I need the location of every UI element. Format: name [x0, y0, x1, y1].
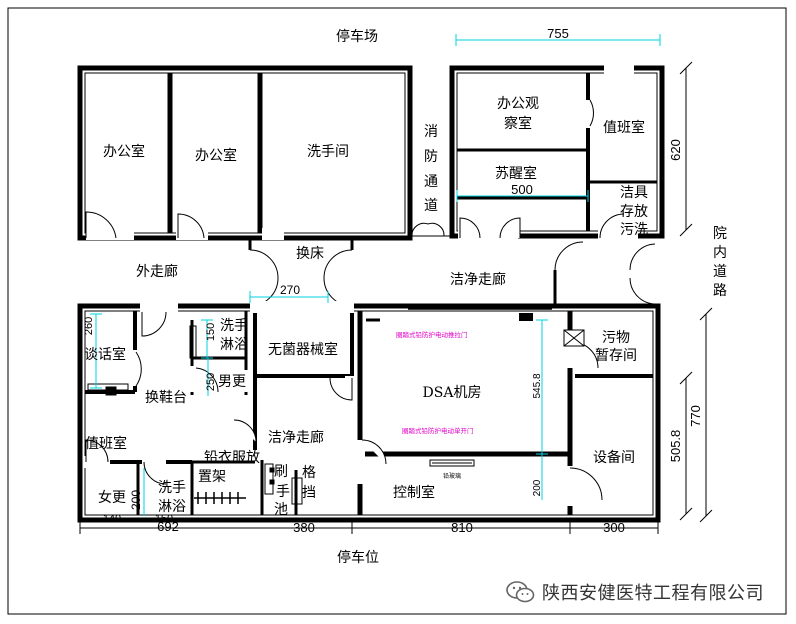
note-single-door: 圈踏式铅防护电动单开门	[402, 426, 474, 435]
dim-500: 500	[511, 182, 533, 197]
dim-505-8: 505.8	[668, 430, 683, 463]
label-office-observation-2: 察室	[504, 115, 532, 132]
watermark-text: 陕西安健医特工程有限公司	[542, 583, 764, 604]
waste-pass-box-icon	[563, 329, 585, 347]
dim-755: 755	[547, 26, 569, 41]
dim-200-control: 200	[532, 479, 543, 496]
label-cleaning-3: 污洗	[620, 222, 648, 238]
fixtures	[87, 325, 303, 505]
wechat-icon	[506, 581, 535, 603]
label-barrier-2: 挡	[302, 485, 316, 501]
note-lead-glass: 铅玻璃	[443, 472, 461, 480]
label-wash-bath-top-1: 洗手	[220, 318, 248, 334]
label-outer-corridor: 外走廊	[136, 263, 178, 280]
black-dimension-lines	[79, 61, 713, 534]
office-block-walls	[77, 65, 413, 241]
label-duty-bottom: 值班室	[85, 435, 127, 452]
label-control-room: 控制室	[393, 484, 435, 501]
label-washroom: 洗手间	[307, 144, 349, 160]
label-fire-passage-4: 道	[424, 198, 438, 214]
top-right-block-doors	[458, 63, 667, 304]
label-duty-top: 值班室	[603, 119, 645, 136]
label-barrier-1: 格	[302, 465, 316, 481]
label-waste-2: 暂存间	[595, 348, 637, 364]
label-clean-corridor-top: 洁净走廊	[450, 271, 506, 288]
label-male-change: 男更	[218, 374, 246, 390]
label-female-change: 女更	[98, 489, 126, 506]
dim-810: 810	[451, 520, 473, 535]
lead-apron-rack-icon	[194, 492, 246, 504]
top-right-block-walls	[449, 65, 665, 239]
label-fire-passage-1: 消	[424, 124, 438, 140]
label-parking-top: 停车场	[336, 28, 378, 45]
dim-545-8: 545.8	[532, 373, 543, 398]
label-equipment-room: 设备间	[593, 449, 635, 466]
dim-300: 300	[603, 520, 625, 535]
label-office-2: 办公室	[195, 147, 237, 164]
label-road-4: 路	[713, 283, 727, 299]
dim-200-duty: 200	[129, 490, 143, 510]
label-shoe-change: 换鞋台	[145, 389, 187, 406]
label-brush-pool-1: 刷	[274, 464, 288, 480]
label-dsa-room: DSA机房	[423, 385, 482, 401]
watermark: 陕西安健医特工程有限公司	[506, 578, 764, 606]
dimension-lines	[90, 34, 661, 516]
dim-770: 770	[688, 405, 703, 427]
label-talk-room: 谈话室	[84, 346, 126, 363]
label-lead-rack-2: 置架	[198, 469, 226, 485]
lower-block-doors	[84, 301, 603, 506]
label-fire-passage-2: 防	[424, 149, 438, 165]
office-block-doors	[85, 211, 284, 240]
label-brush-pool-2: 手	[276, 484, 290, 500]
dim-270: 270	[280, 283, 300, 297]
dim-620: 620	[668, 139, 683, 161]
label-waste-1: 污物	[602, 330, 630, 346]
label-office-1: 办公室	[103, 143, 145, 160]
dim-692: 692	[157, 519, 179, 534]
label-lead-rack-1: 铅衣服放	[204, 450, 260, 466]
note-sliding-door: 圈踏式铅防护电动推拉门	[396, 330, 468, 339]
drawing-frame	[7, 7, 787, 615]
dim-260: 260	[83, 317, 95, 335]
label-cleaning-1: 洁具	[620, 185, 648, 201]
dsa-door-post	[519, 313, 533, 321]
label-office-observation-1: 办公观	[497, 96, 539, 112]
dim-140: 140	[103, 513, 121, 525]
label-wash-bath-top-2: 淋浴	[220, 337, 248, 353]
dim-150-bottom: 150	[155, 513, 173, 525]
label-fire-passage-3: 通	[424, 174, 438, 190]
label-brush-pool-3: 池	[274, 502, 288, 518]
label-wash-bath-bottom-1: 洗手	[158, 480, 186, 496]
label-road-2: 内	[713, 245, 727, 261]
dim-150: 150	[205, 323, 217, 341]
fire-passage-door	[411, 222, 445, 237]
label-road-1: 院	[713, 226, 727, 242]
label-parking-bottom: 停车位	[337, 549, 379, 566]
label-bed-change: 换床	[296, 245, 324, 262]
dim-380: 380	[293, 520, 315, 535]
label-clean-corridor-bottom: 洁净走廊	[268, 429, 324, 446]
label-cleaning-2: 存放	[620, 204, 648, 220]
label-sterile-room: 无菌器械室	[268, 341, 338, 358]
dim-250: 250	[205, 373, 217, 391]
label-wash-bath-bottom-2: 淋浴	[158, 499, 186, 515]
label-recovery: 苏醒室	[495, 165, 537, 182]
label-road-3: 道	[713, 264, 727, 280]
